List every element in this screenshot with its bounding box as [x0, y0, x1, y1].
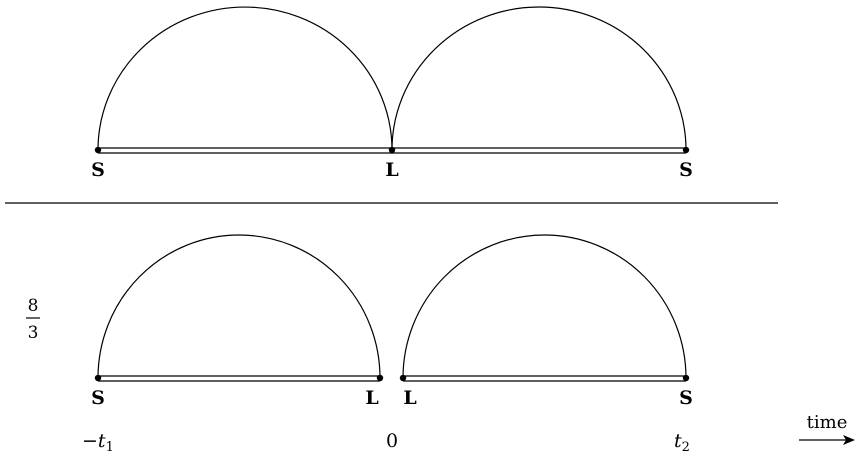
fraction-numerator: 8 [28, 296, 39, 316]
top-label-middle: L [385, 159, 398, 181]
top-vertex-left [94, 146, 102, 154]
top-vertex-middle [388, 146, 396, 154]
bottom-right-arc [402, 234, 687, 379]
time-arrowhead-icon [843, 435, 855, 445]
bottom-vertex-left [94, 374, 102, 382]
bottom-panel: 8 3 S L L S [26, 234, 693, 409]
factor-fraction: 8 3 [26, 296, 40, 343]
bottom-vertex-right [682, 374, 690, 382]
time-axis: −t1 0 t2 time [82, 412, 855, 455]
bottom-double-line-left [98, 375, 380, 382]
top-left-arc [97, 6, 393, 151]
bottom-label-middle-left: L [365, 387, 378, 409]
bottom-left-arc [97, 234, 381, 379]
bottom-label-middle-right: L [403, 387, 416, 409]
time-label-right: t2 [674, 430, 690, 455]
top-vertex-right [682, 146, 690, 154]
bottom-vertex-middle-left [376, 374, 384, 382]
top-label-left: S [91, 159, 105, 181]
bottom-label-left: S [91, 387, 105, 409]
time-label-middle: 0 [386, 430, 398, 452]
fraction-denominator: 3 [28, 323, 39, 343]
bottom-label-right: S [679, 387, 693, 409]
bottom-vertex-middle-right [399, 374, 407, 382]
time-label-left: −t1 [82, 430, 114, 455]
top-panel: S L S [91, 6, 693, 181]
bottom-double-line-right [403, 375, 686, 382]
time-arrow-label: time [807, 412, 848, 433]
top-right-arc [391, 6, 687, 151]
top-label-right: S [679, 159, 693, 181]
